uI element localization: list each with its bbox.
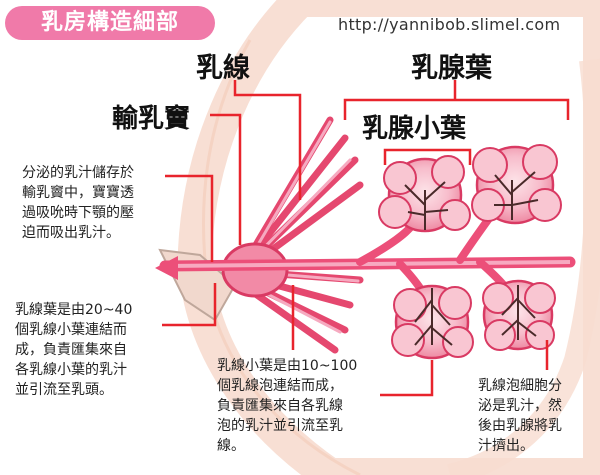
label-lobule: 乳腺小葉 — [362, 114, 467, 144]
label-mammary-lobe: 乳腺葉 — [411, 53, 492, 84]
lobule-cluster-upper-right — [471, 144, 562, 225]
page-title-badge: 乳房構造細部 — [5, 6, 215, 40]
note-ampulla: 分泌的乳汁儲存於 輸乳竇中，寶寶透 過吸吮時下顎的壓 迫而吸出乳汁。 — [22, 165, 134, 241]
source-url: http://yannibob.slimel.com — [338, 15, 561, 34]
note-alveolus: 乳線泡細胞分 泌是乳汁，然 後由乳腺將乳 汁擠出。 — [478, 378, 562, 454]
milk-flow-arrow — [155, 256, 178, 280]
lobule-cluster-upper-left — [378, 155, 471, 233]
note-lobule: 乳線小葉是由10~100 個乳線泡連結而成， 負責匯集來自各乳線 泡的乳汁並引流… — [217, 358, 358, 454]
main-duct — [155, 256, 576, 280]
duct-bundle — [246, 116, 364, 354]
label-milk-duct: 乳線 — [196, 53, 250, 84]
lobule-cluster-lower-left — [391, 284, 474, 360]
note-lobe: 乳線葉是由20~40 個乳線小葉連結而 成，負責匯集來自 各乳線小葉的乳汁 並引… — [15, 302, 133, 398]
lobule-cluster-lower-right — [482, 279, 556, 351]
pointer-lines — [162, 80, 570, 397]
label-ampulla: 輸乳竇 — [112, 104, 191, 134]
